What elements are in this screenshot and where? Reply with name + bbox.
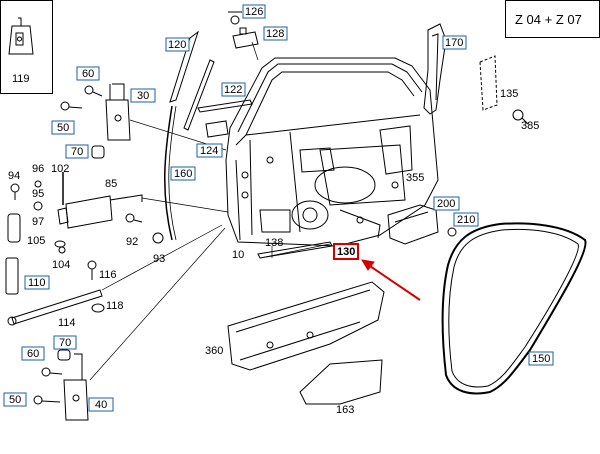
part-94-bolt: [10, 183, 20, 200]
label-138: 138: [265, 237, 283, 249]
label-60a: 60: [82, 68, 94, 80]
label-70b: 70: [59, 337, 71, 349]
part-70b-pin: [57, 349, 71, 361]
label-60b: 60: [27, 348, 39, 360]
part-150-door-seal: [441, 222, 587, 395]
part-60b-bolt: [41, 367, 63, 377]
part-50b-bolt: [33, 395, 61, 405]
part-114-strut: [7, 289, 103, 326]
label-50b: 50: [9, 394, 21, 406]
highlight-arrow: [363, 261, 421, 301]
label-30: 30: [137, 90, 149, 102]
label-118: 118: [106, 300, 124, 312]
part-60a-bolt: [84, 85, 103, 97]
part-118-nut: [91, 303, 105, 313]
part-200-module: [387, 204, 439, 245]
highlight-arrow-head: [361, 259, 375, 271]
label-163: 163: [336, 404, 354, 416]
door-shell: [225, 57, 439, 247]
corner-frame: [0, 0, 53, 94]
label-102: 102: [51, 163, 69, 175]
part-110-strut-end: [5, 257, 19, 295]
label-160: 160: [174, 168, 192, 180]
part-128-bracket: [232, 27, 259, 49]
part-119-clip: [8, 17, 34, 55]
label-92: 92: [126, 236, 138, 248]
label-94: 94: [8, 170, 20, 182]
label-130: 130: [337, 246, 355, 258]
part-40-hinge: [63, 353, 89, 421]
part-163-trim: [299, 359, 383, 405]
part-93-nut: [152, 232, 164, 244]
part-119-label: 119: [12, 73, 30, 85]
label-95: 95: [32, 188, 44, 200]
part-385-screw: [512, 109, 529, 125]
label-50a: 50: [57, 122, 69, 134]
label-355: 355: [406, 172, 424, 184]
label-124: 124: [200, 145, 218, 157]
part-85-check-strap: [57, 194, 143, 229]
label-110: 110: [28, 277, 46, 289]
part-130-sill-strip: [257, 241, 333, 259]
part-30-hinge: [105, 83, 131, 141]
part-122-strip: [197, 99, 253, 113]
part-96-nut: [34, 180, 42, 188]
label-135: 135: [500, 88, 518, 100]
part-160-rod: [164, 105, 173, 241]
label-97: 97: [32, 216, 44, 228]
label-70a: 70: [71, 146, 83, 158]
part-360-inner-panel: [227, 281, 385, 371]
part-120-window-channel: [169, 30, 215, 131]
part-97-washer: [54, 240, 66, 248]
part-135-panel: [479, 55, 498, 111]
label-114: 114: [58, 317, 76, 329]
part-95-nut: [33, 201, 43, 211]
plain-labels: 135 385 94 96 102 85 355 95 97 105 92 13…: [8, 88, 539, 416]
label-122: 122: [224, 84, 242, 96]
part-170-seal: [423, 23, 447, 115]
part-126-clip: [228, 11, 242, 25]
label-170: 170: [445, 37, 463, 49]
label-93: 93: [153, 253, 165, 265]
label-105: 105: [27, 235, 45, 247]
part-92-bolt: [125, 213, 143, 223]
label-10: 10: [232, 249, 244, 261]
part-104-grommet: [58, 246, 66, 254]
header-code: Z 04 + Z 07: [515, 12, 582, 27]
part-105-pad: [7, 213, 21, 243]
label-126: 126: [245, 6, 263, 18]
label-120: 120: [168, 39, 186, 51]
label-96: 96: [32, 163, 44, 175]
label-40: 40: [95, 399, 107, 411]
part-124-piece: [205, 120, 229, 138]
part-70a-pin: [91, 145, 105, 159]
part-116-bolt: [87, 260, 97, 280]
label-150: 150: [532, 353, 550, 365]
label-116: 116: [99, 269, 117, 281]
label-210: 210: [457, 214, 475, 226]
part-210-bolt: [447, 227, 457, 237]
label-200: 200: [437, 198, 455, 210]
label-85: 85: [105, 178, 117, 190]
part-50a-bolt: [60, 101, 83, 111]
label-104: 104: [52, 259, 70, 271]
label-128: 128: [266, 28, 284, 40]
boxed-labels: 126 128 120 170 122 60 30 50 124 70 160 …: [3, 4, 554, 412]
label-385: 385: [521, 120, 539, 132]
label-360: 360: [205, 345, 223, 357]
leader-lines: [89, 41, 331, 381]
